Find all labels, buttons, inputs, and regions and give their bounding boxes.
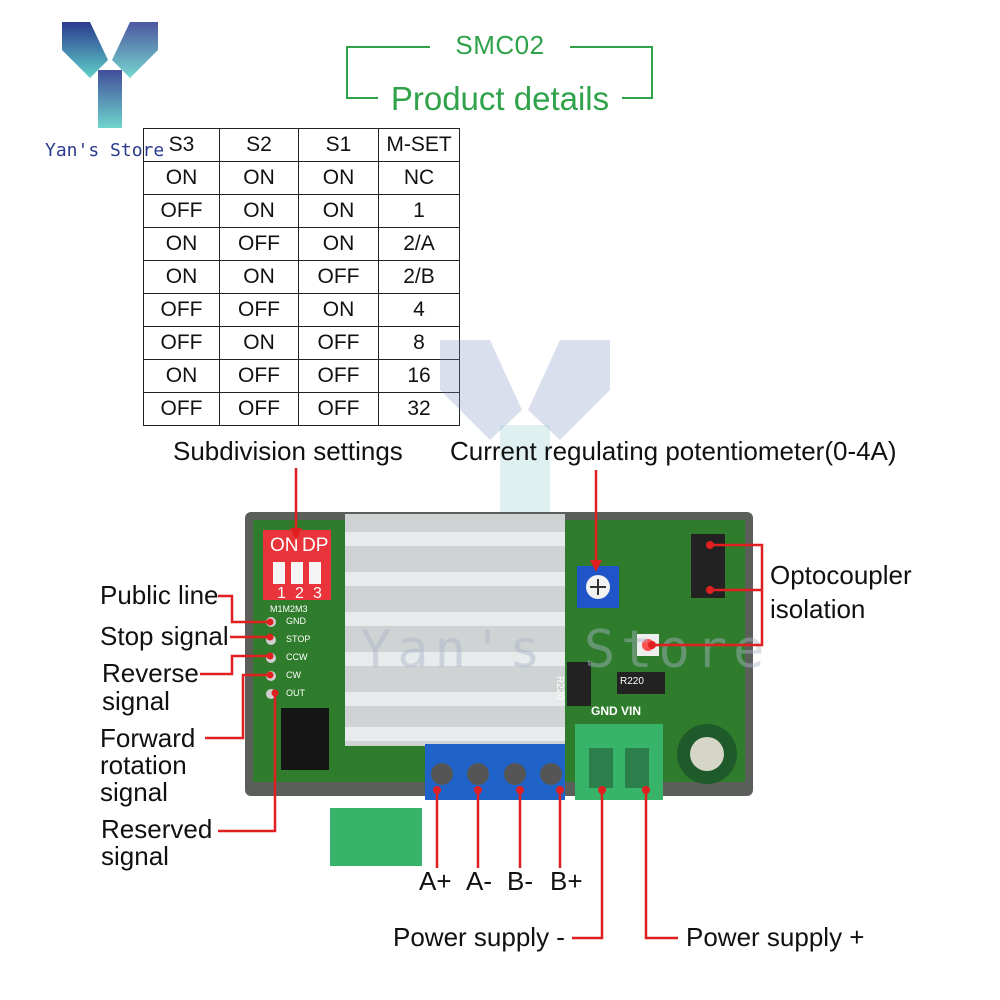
table-cell: ON [298, 161, 379, 195]
potentiometer [577, 566, 619, 608]
table-cell: 2/A [378, 227, 460, 261]
dip-dp-label: DP [302, 535, 329, 556]
terminal-label-b-plus: B+ [550, 866, 583, 896]
driver-board [245, 512, 753, 800]
label-power-supply-minus: Power supply - [393, 922, 565, 952]
resistor-label-b: R220 [620, 676, 644, 687]
table-cell: ON [298, 194, 379, 228]
label-reverse: Reverse [102, 658, 199, 688]
pin-label-ccw: CCW [286, 652, 308, 662]
label-forward: Forward [100, 723, 196, 753]
terminal-label-b-minus: B- [507, 866, 533, 896]
power-connector-plug [330, 808, 422, 866]
resistor-r220-a [567, 662, 591, 706]
dip-switch [263, 530, 331, 600]
power-pin-label: GND VIN [591, 704, 642, 718]
power-connector [575, 724, 663, 800]
table-cell: OFF [143, 326, 220, 360]
motor-terminal-block [425, 744, 565, 800]
capacitor [677, 724, 737, 784]
heatsink [345, 514, 565, 746]
label-optocoupler: Optocoupler [770, 560, 912, 590]
table-cell: NC [378, 161, 460, 195]
label-isolation: isolation [770, 594, 866, 624]
table-cell: OFF [143, 392, 220, 426]
ic-chip [281, 708, 329, 770]
label-public-line: Public line [100, 580, 219, 610]
model-name: SMC02 [455, 30, 545, 60]
label-subdivision-settings: Subdivision settings [173, 436, 403, 466]
table-cell: OFF [298, 392, 379, 426]
table-cell: 2/B [378, 260, 460, 294]
watermark-text: Yan's Store [360, 620, 771, 680]
column-header: M-SET [378, 128, 460, 162]
label-reserved: Reserved [101, 814, 213, 844]
label-forward-rotation: rotation [100, 750, 187, 780]
dip-on-label: ON [270, 535, 299, 556]
table-cell: 1 [378, 194, 460, 228]
table-cell: 16 [378, 359, 460, 393]
table-cell: OFF [219, 392, 299, 426]
table-cell: ON [298, 293, 379, 327]
pin-label-out: OUT [286, 688, 305, 698]
resistor-r220-b [617, 672, 665, 694]
label-reserved-signal: signal [101, 841, 169, 871]
dip-sub-label: M1M2M3 [270, 604, 308, 614]
header-frame [346, 46, 653, 99]
label-forward-signal: signal [100, 777, 168, 807]
terminal-label-a-plus: A+ [419, 866, 452, 896]
store-name: Yan's Store [45, 140, 165, 161]
label-current-potentiometer: Current regulating potentiometer(0-4A) [450, 436, 897, 466]
column-header: S1 [298, 128, 379, 162]
terminal-label-a-minus: A- [466, 866, 492, 896]
column-header: S3 [143, 128, 220, 162]
label-stop-signal: Stop signal [100, 621, 229, 651]
page-title: Product details [390, 80, 610, 117]
pin-label-cw: CW [286, 670, 301, 680]
pin-label-gnd: GND [286, 616, 306, 626]
label-reverse-signal: signal [102, 686, 170, 716]
dip-number-1: 1 [277, 585, 286, 602]
table-header-row: S3 S2 S1 M-SET [143, 128, 460, 162]
table-cell: ON [143, 227, 220, 261]
table-cell: ON [298, 227, 379, 261]
table-cell: 32 [378, 392, 460, 426]
table-cell: ON [219, 260, 299, 294]
table-cell: ON [143, 161, 220, 195]
dip-number-2: 2 [295, 585, 304, 602]
pin-label-stop: STOP [286, 634, 311, 644]
label-power-supply-plus: Power supply + [686, 922, 865, 952]
table-cell: OFF [219, 227, 299, 261]
dip-number-3: 3 [313, 585, 322, 602]
yan-store-logo-icon [62, 22, 158, 128]
